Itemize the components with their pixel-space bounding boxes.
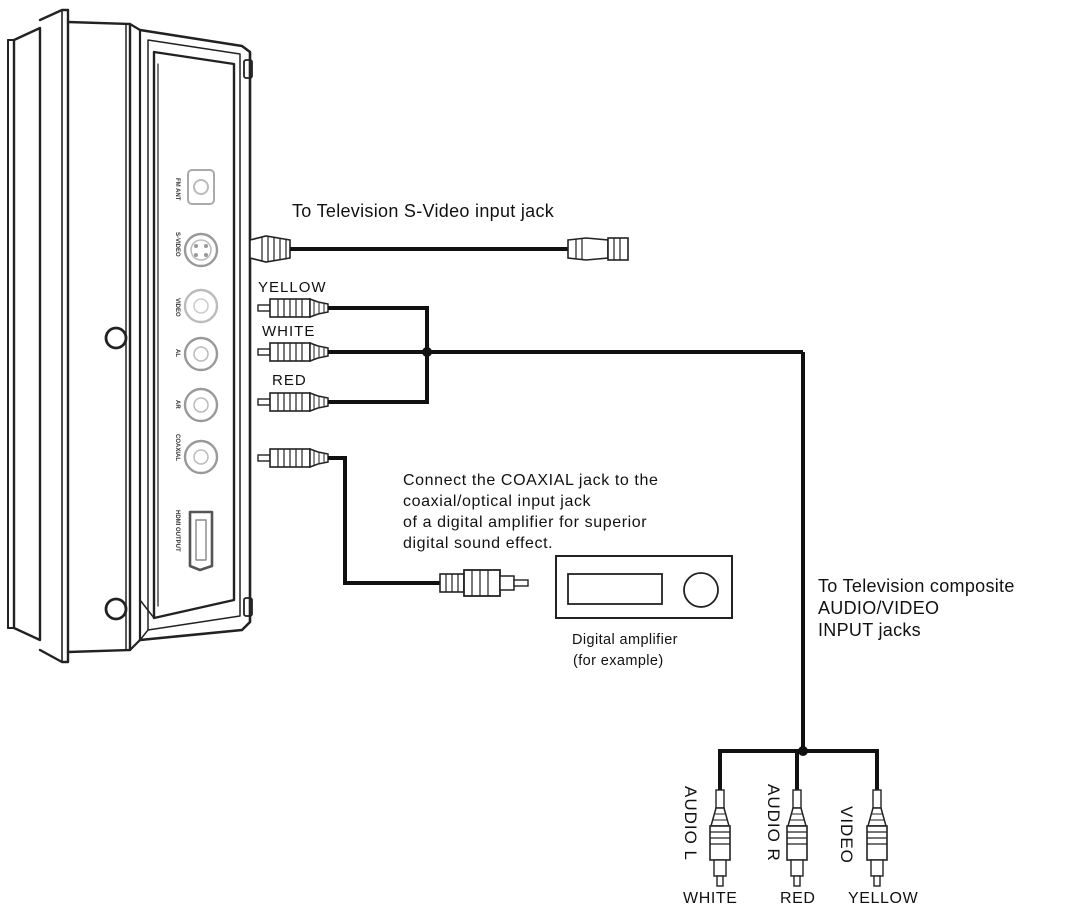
audio-l-label: AUDIO L bbox=[681, 786, 700, 862]
video-label: VIDEO bbox=[837, 806, 856, 864]
coaxial-note-line: digital sound effect. bbox=[403, 535, 554, 552]
red-label: RED bbox=[272, 372, 307, 389]
coaxial-cable bbox=[328, 456, 440, 585]
bottom-white-label: WHITE bbox=[683, 890, 738, 907]
cable-junction bbox=[798, 746, 808, 756]
coaxial-plug bbox=[257, 448, 329, 468]
amp-example-label: (for example) bbox=[573, 653, 664, 669]
panel-label-audio-l: AL bbox=[174, 349, 180, 357]
amp-end-plug bbox=[439, 569, 529, 597]
panel-label-s-video: S-VIDEO bbox=[174, 232, 180, 257]
tv-composite-line: INPUT jacks bbox=[818, 620, 921, 640]
bottom-red-label: RED bbox=[780, 890, 816, 907]
digital-amplifier bbox=[555, 555, 733, 619]
svideo-label: To Television S-Video input jack bbox=[292, 201, 555, 221]
panel-label-hdmi: HDMI OUTPUT bbox=[174, 510, 180, 552]
tv-composite-line: To Television composite bbox=[818, 576, 1015, 596]
coaxial-note-line: Connect the COAXIAL jack to the bbox=[403, 472, 659, 489]
tv-composite-line: AUDIO/VIDEO bbox=[818, 598, 940, 618]
audio-l-plug bbox=[709, 789, 731, 887]
coaxial-note: Connect the COAXIAL jack to the coaxial/… bbox=[403, 470, 658, 554]
red-plug bbox=[257, 392, 329, 412]
bottom-yellow-label: YELLOW bbox=[848, 890, 919, 907]
coaxial-note-line: coaxial/optical input jack bbox=[403, 493, 592, 510]
white-plug bbox=[257, 342, 329, 362]
video-plug bbox=[866, 789, 888, 887]
panel-label-audio-r: AR bbox=[174, 400, 180, 409]
cable-junction bbox=[422, 347, 432, 357]
amp-name-label: Digital amplifier bbox=[572, 632, 678, 648]
tv-composite-label: To Television composite AUDIO/VIDEO INPU… bbox=[818, 575, 1015, 641]
audio-r-label: AUDIO R bbox=[764, 784, 783, 862]
s-video-cable bbox=[249, 235, 629, 263]
yellow-plug bbox=[257, 298, 329, 318]
white-label: WHITE bbox=[262, 323, 316, 340]
coaxial-note-line: of a digital amplifier for superior bbox=[403, 514, 648, 531]
audio-r-plug bbox=[786, 789, 808, 887]
panel-label-fm-ant: FM ANT bbox=[174, 178, 180, 201]
panel-label-video: VIDEO bbox=[174, 298, 180, 317]
dvd-player-side bbox=[7, 8, 253, 664]
panel-label-coaxial: COAXIAL bbox=[174, 434, 180, 461]
yellow-label: YELLOW bbox=[258, 279, 327, 296]
